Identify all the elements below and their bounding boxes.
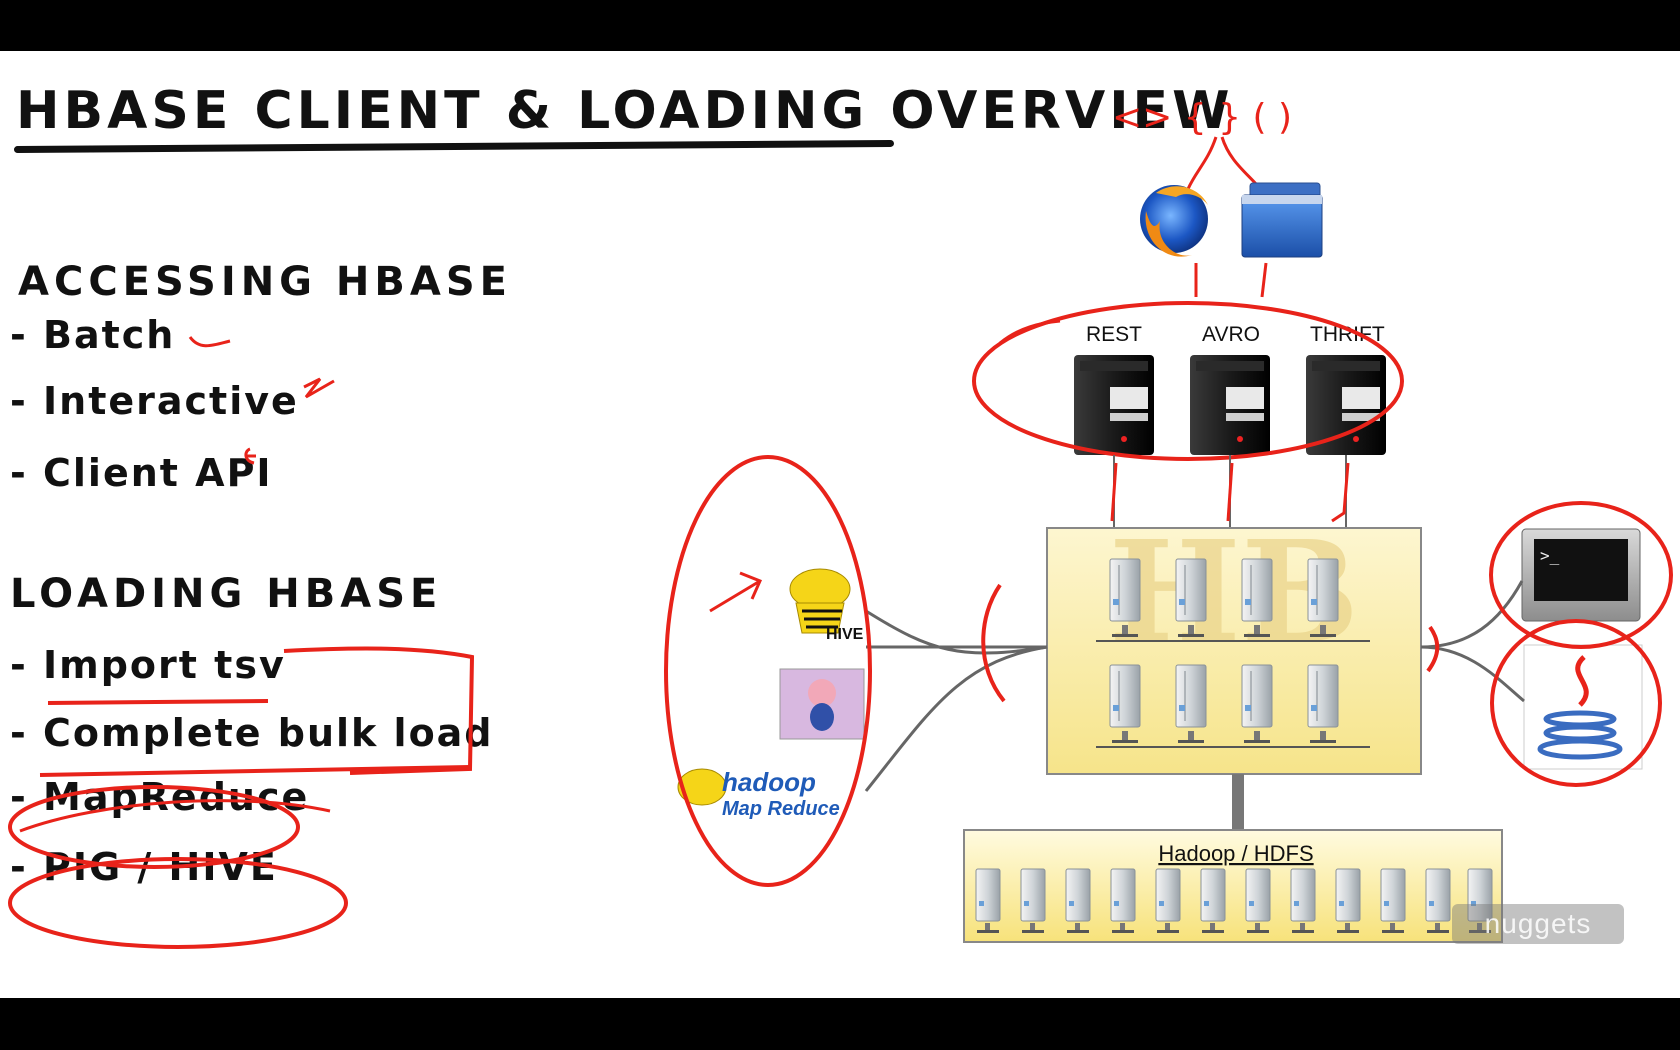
svg-text:HIVE: HIVE xyxy=(826,626,864,643)
hbase-cluster-box: HB xyxy=(1046,511,1422,775)
gateway-label-rest: REST xyxy=(1086,323,1142,346)
accessing-item-interactive: - Interactive xyxy=(10,379,299,423)
annotation-ellipse xyxy=(664,455,872,887)
gateway-label-avro: AVRO xyxy=(1202,323,1260,346)
hadoop-mapreduce-logo: hadoop Map Reduce xyxy=(672,763,868,820)
firefox-icon xyxy=(1140,185,1208,257)
svg-text:>_: >_ xyxy=(1540,546,1560,565)
svg-text:Map Reduce: Map Reduce xyxy=(722,798,840,820)
annotation-ellipse xyxy=(972,301,1404,461)
annotation-ellipse xyxy=(8,785,300,869)
java-icon xyxy=(1523,644,1643,770)
annotation-ellipse xyxy=(8,857,348,949)
annotation-ellipse xyxy=(1489,501,1673,649)
accessing-item-client-api: - Client API xyxy=(10,451,273,495)
accessing-item-batch: - Batch xyxy=(10,313,176,357)
server-tower-icon xyxy=(1306,355,1386,455)
architecture-diagram: <> { } ( ) REST AVRO THRIFT xyxy=(8,97,1673,949)
slide-title: HBASE CLIENT & LOADING OVERVIEW xyxy=(16,81,1234,141)
svg-text:hadoop: hadoop xyxy=(722,767,816,797)
annotation-ellipse xyxy=(1490,619,1662,787)
loading-heading: LOADING HBASE xyxy=(10,571,443,617)
annotation-line xyxy=(1186,136,1218,190)
whiteboard-slide: HBASE CLIENT & LOADING OVERVIEW ACCESSIN… xyxy=(0,51,1680,998)
hdfs-label: Hadoop / HDFS xyxy=(1158,841,1313,866)
hive-logo: HIVE xyxy=(780,563,866,643)
terminal-icon: >_ xyxy=(1521,528,1641,622)
loading-item-completebulkload: - Complete bulk load xyxy=(10,711,494,755)
server-tower-icon xyxy=(1190,355,1270,455)
accessing-heading: ACCESSING HBASE xyxy=(18,259,512,305)
app-window-icon xyxy=(1241,182,1323,258)
watermark-logo: nuggets xyxy=(1452,904,1624,944)
server-tower-icon xyxy=(1074,355,1154,455)
gateway-label-thrift: THRIFT xyxy=(1310,323,1385,346)
hdfs-cluster-box: Hadoop / HDFS xyxy=(963,829,1503,943)
pig-logo xyxy=(779,668,865,740)
annotation-code-symbols: <> { } ( ) xyxy=(1112,97,1292,138)
loading-item-importtsv: - Import tsv xyxy=(10,643,286,687)
